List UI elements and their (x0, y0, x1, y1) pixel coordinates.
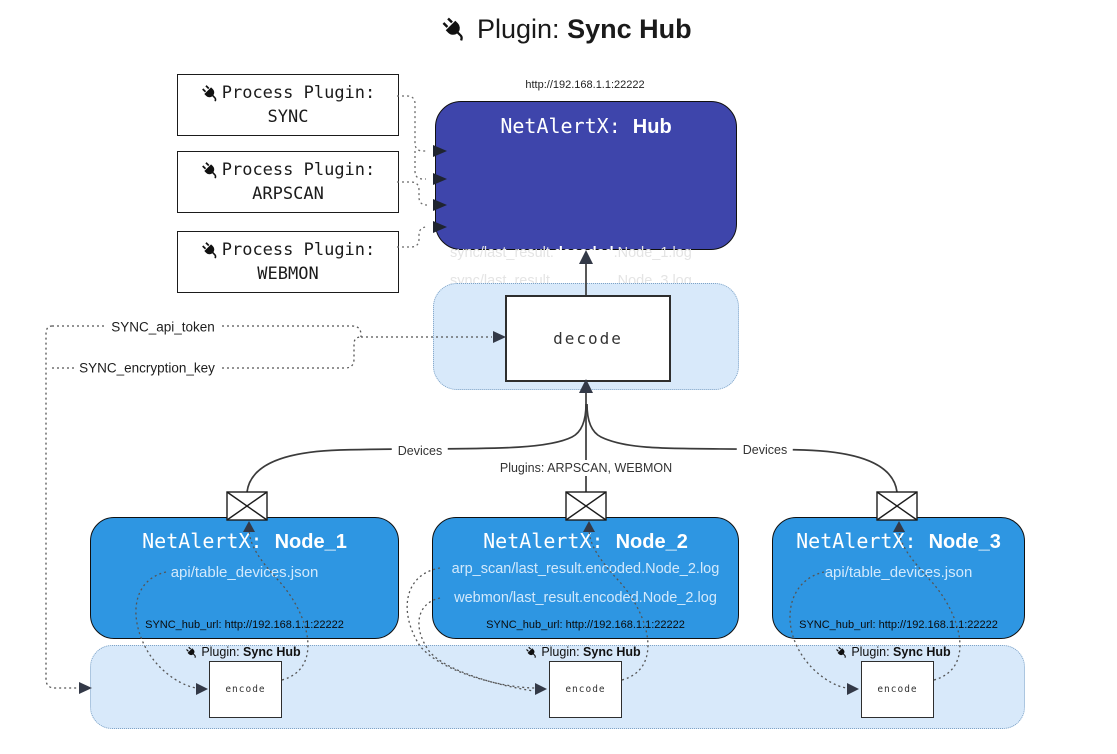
node-line: arp_scan/last_result.encoded.Node_2.log (451, 561, 720, 577)
process-plugin-label: Process Plugin: (221, 160, 376, 180)
plug-icon (185, 646, 198, 659)
process-plugin-box-arpscan: Process Plugin: ARPSCAN (177, 151, 399, 213)
plugins-label: Plugins: ARPSCAN, WEBMON (493, 460, 679, 476)
encoder-label: Plugin: Sync Hub (185, 645, 301, 659)
sync-encryption-key-label: SYNC_encryption_key (74, 359, 220, 377)
envelope-icon (226, 491, 268, 521)
plug-icon (201, 84, 220, 103)
encode-box: encode (209, 661, 282, 718)
plug-icon (525, 646, 538, 659)
hub-box: NetAlertX: Hub sync/last_result.decoded.… (435, 101, 737, 337)
plug-icon (201, 161, 220, 180)
devices-label-right: Devices (736, 442, 794, 458)
process-plugin-label: Process Plugin: (221, 83, 376, 103)
node-line: api/table_devices.json (170, 564, 319, 581)
page-title: Plugin: Sync Hub (441, 14, 692, 45)
node-box-node-3: NetAlertX: Node_3 api/table_devices.json… (772, 517, 1025, 639)
process-plugin-name: SYNC (267, 107, 309, 127)
decode-box: decode (505, 295, 671, 382)
node-box-node-1: NetAlertX: Node_1 api/table_devices.json… (90, 517, 399, 639)
node-box-node-2: NetAlertX: Node_2 arp_scan/last_result.e… (432, 517, 739, 639)
encoder-label: Plugin: Sync Hub (835, 645, 951, 659)
plug-icon (835, 646, 848, 659)
node-hub-url: SYNC_hub_url: http://192.168.1.1:22222 (145, 619, 344, 631)
encode-box: encode (549, 661, 622, 718)
node-title: NetAlertX: Node_3 (796, 529, 1001, 553)
process-plugin-name: WEBMON (257, 264, 319, 284)
encoder-label: Plugin: Sync Hub (525, 645, 641, 659)
hub-line: sync/last_result.decoded.Node_1.log (450, 245, 692, 261)
node-hub-url: SYNC_hub_url: http://192.168.1.1:22222 (799, 619, 998, 631)
hub-url-label: http://192.168.1.1:22222 (525, 79, 645, 91)
node-line: webmon/last_result.encoded.Node_2.log (454, 590, 717, 606)
page-title-text: Plugin: Sync Hub (477, 14, 692, 44)
hub-title: NetAlertX: Hub (500, 114, 672, 138)
process-plugin-box-webmon: Process Plugin: WEBMON (177, 231, 399, 293)
process-plugin-name: ARPSCAN (252, 184, 324, 204)
sync-api-token-label: SYNC_api_token (106, 318, 220, 336)
process-to-hub-connectors (397, 95, 428, 248)
process-plugin-box-sync: Process Plugin: SYNC (177, 74, 399, 136)
envelope-icon (565, 491, 607, 521)
envelope-icon (876, 491, 918, 521)
devices-label-left: Devices (391, 443, 449, 459)
process-plugin-label: Process Plugin: (221, 240, 376, 260)
node-line: api/table_devices.json (824, 564, 973, 581)
node-hub-url: SYNC_hub_url: http://192.168.1.1:22222 (486, 619, 685, 631)
node-title: NetAlertX: Node_1 (142, 529, 347, 553)
node-title: NetAlertX: Node_2 (483, 529, 688, 553)
plug-icon (441, 16, 468, 43)
plug-icon (201, 241, 220, 260)
encode-box: encode (861, 661, 934, 718)
